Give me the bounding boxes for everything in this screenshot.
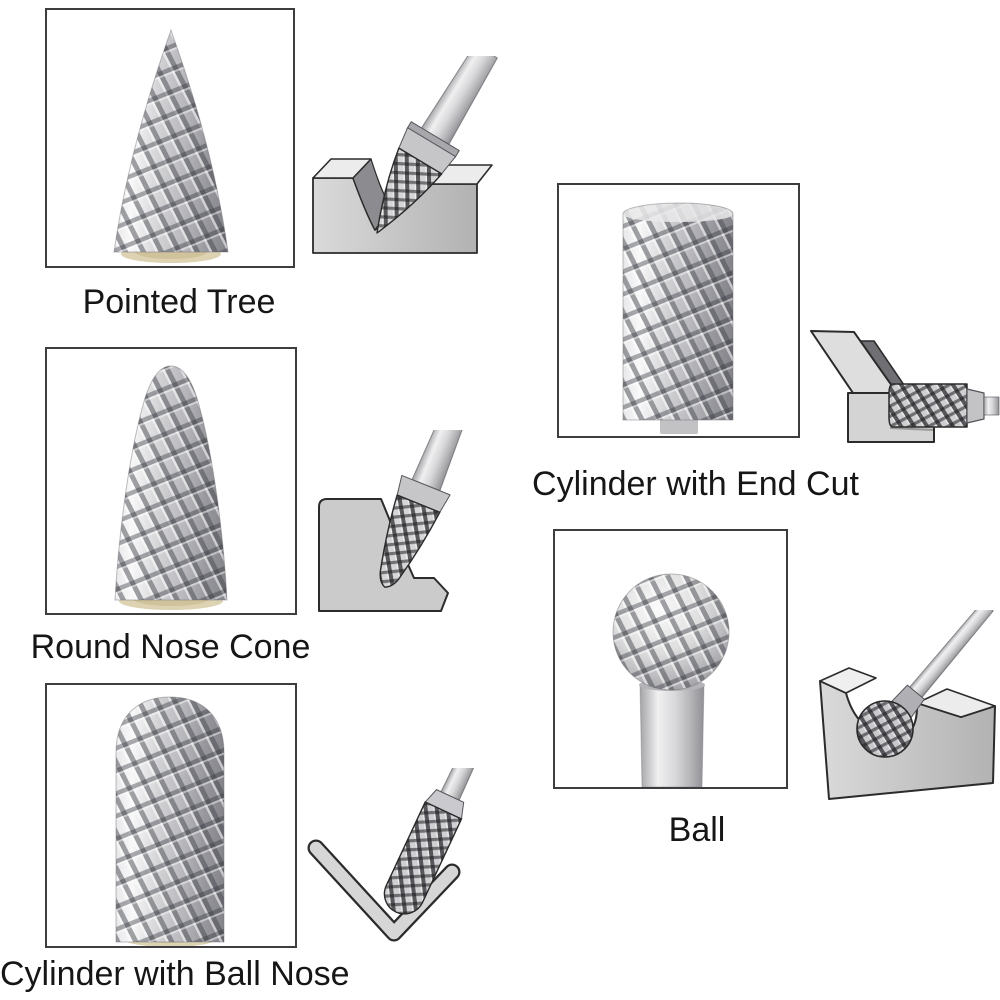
ball-burr-photo bbox=[612, 573, 730, 788]
label-round-nose-cone: Round Nose Cone bbox=[30, 628, 311, 666]
pointed-tree-burr-photo bbox=[113, 29, 229, 263]
photo-frame-round-nose-cone bbox=[45, 347, 297, 615]
photo-frame-pointed-tree bbox=[45, 8, 295, 268]
label-cylinder-end-cut: Cylinder with End Cut bbox=[532, 465, 859, 503]
round-notch-cut-diagram bbox=[819, 610, 996, 800]
step-face-cut-diagram bbox=[810, 330, 1000, 443]
photo-frame-ball bbox=[553, 529, 788, 789]
label-ball: Ball bbox=[668, 811, 726, 849]
label-pointed-tree: Pointed Tree bbox=[82, 283, 276, 321]
cylinder-end-cut-burr-photo bbox=[622, 202, 734, 434]
photo-frame-cylinder-ball-nose bbox=[45, 683, 297, 948]
round-nose-cone-burr-photo bbox=[114, 365, 228, 610]
v-groove-cut-diagram bbox=[312, 56, 498, 254]
label-cylinder-ball-nose: Cylinder with Ball Nose bbox=[0, 955, 350, 993]
inside-corner-cut-diagram bbox=[318, 430, 471, 612]
v-channel-cut-diagram bbox=[307, 768, 486, 942]
photo-frame-cylinder-end-cut bbox=[557, 183, 800, 438]
cylinder-ball-nose-burr-photo bbox=[115, 696, 225, 947]
